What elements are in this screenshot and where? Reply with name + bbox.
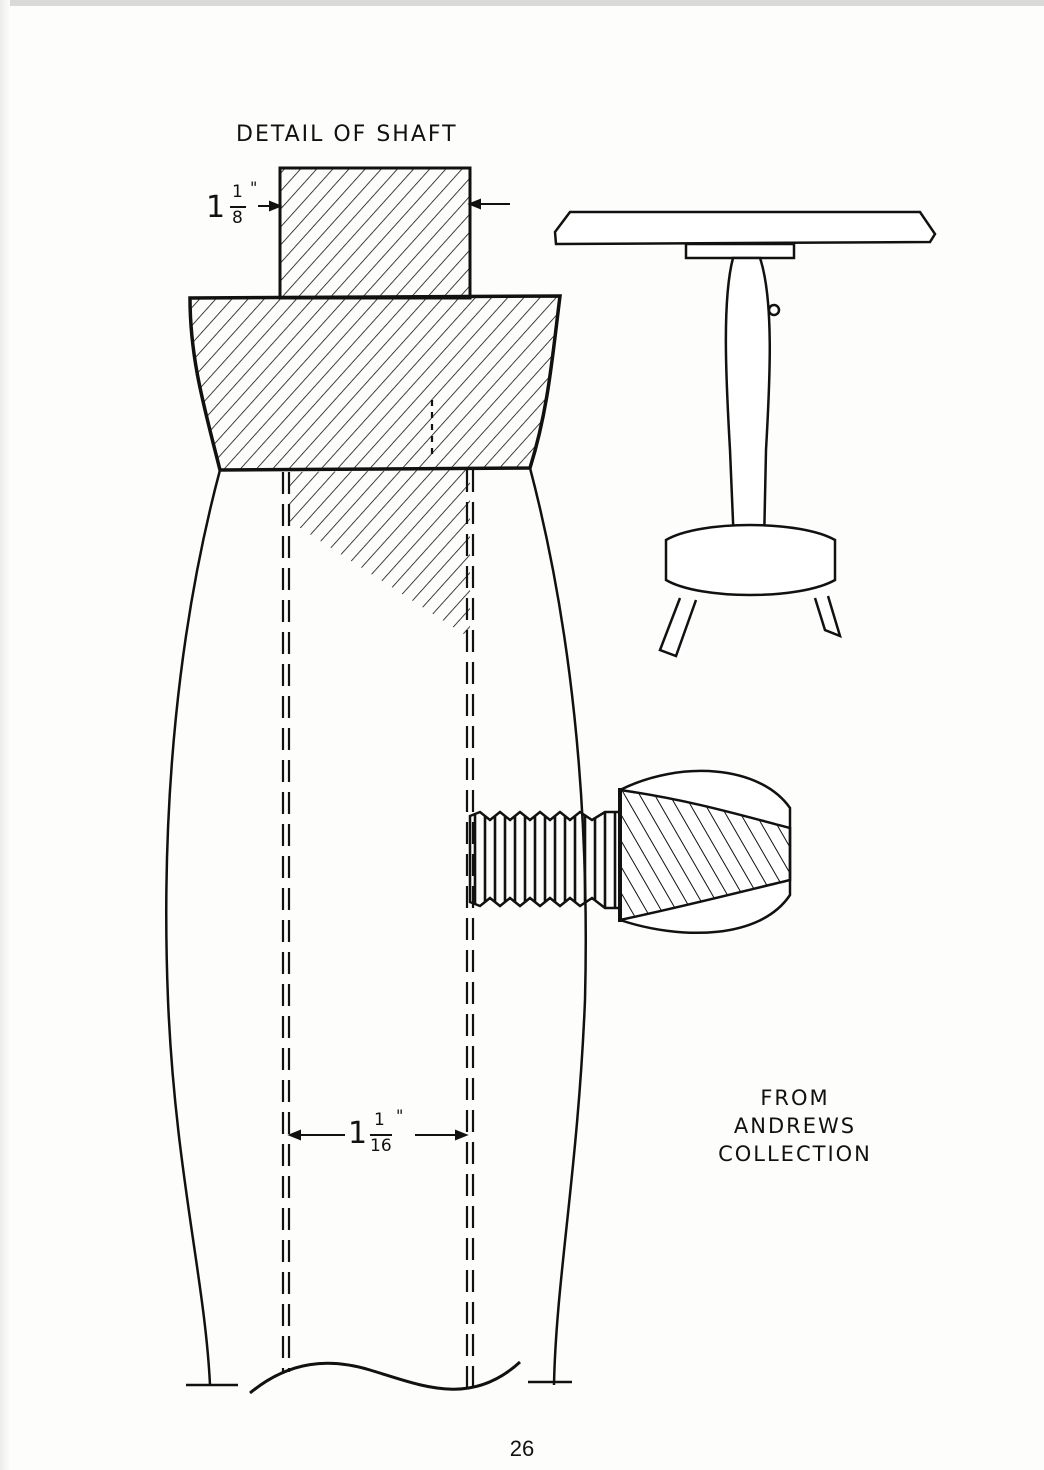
dimension-bottom-unit: " [396, 1106, 403, 1125]
tension-screw [470, 812, 620, 908]
dimension-top-unit: " [250, 178, 257, 197]
screw-knob [620, 771, 790, 933]
candlestand-sketch [555, 212, 935, 656]
shaft-collar [190, 296, 560, 470]
dimension-label-bottom: 1 1 16 " [346, 1114, 416, 1164]
page-number: 26 [0, 1436, 1044, 1462]
shaft-body [166, 468, 585, 1393]
dimension-top-whole: 1 [206, 190, 225, 225]
dimension-top-denominator: 8 [232, 208, 243, 228]
shaft-inner-section [288, 470, 470, 638]
credit-line-1: FROM [700, 1084, 890, 1112]
collection-credit: FROM ANDREWS COLLECTION [700, 1084, 890, 1168]
dimension-bottom-denominator: 16 [370, 1136, 392, 1156]
shaft-tenon [280, 168, 470, 298]
dimension-label-top: 1 1 8 " [200, 186, 260, 236]
dimension-bottom-numerator: 1 [374, 1110, 385, 1130]
credit-line-3: COLLECTION [700, 1140, 890, 1168]
dimension-bottom-whole: 1 [348, 1116, 367, 1151]
dimension-top-numerator: 1 [232, 182, 243, 202]
credit-line-2: ANDREWS [700, 1112, 890, 1140]
diagram-title: DETAIL OF SHAFT [236, 122, 458, 147]
